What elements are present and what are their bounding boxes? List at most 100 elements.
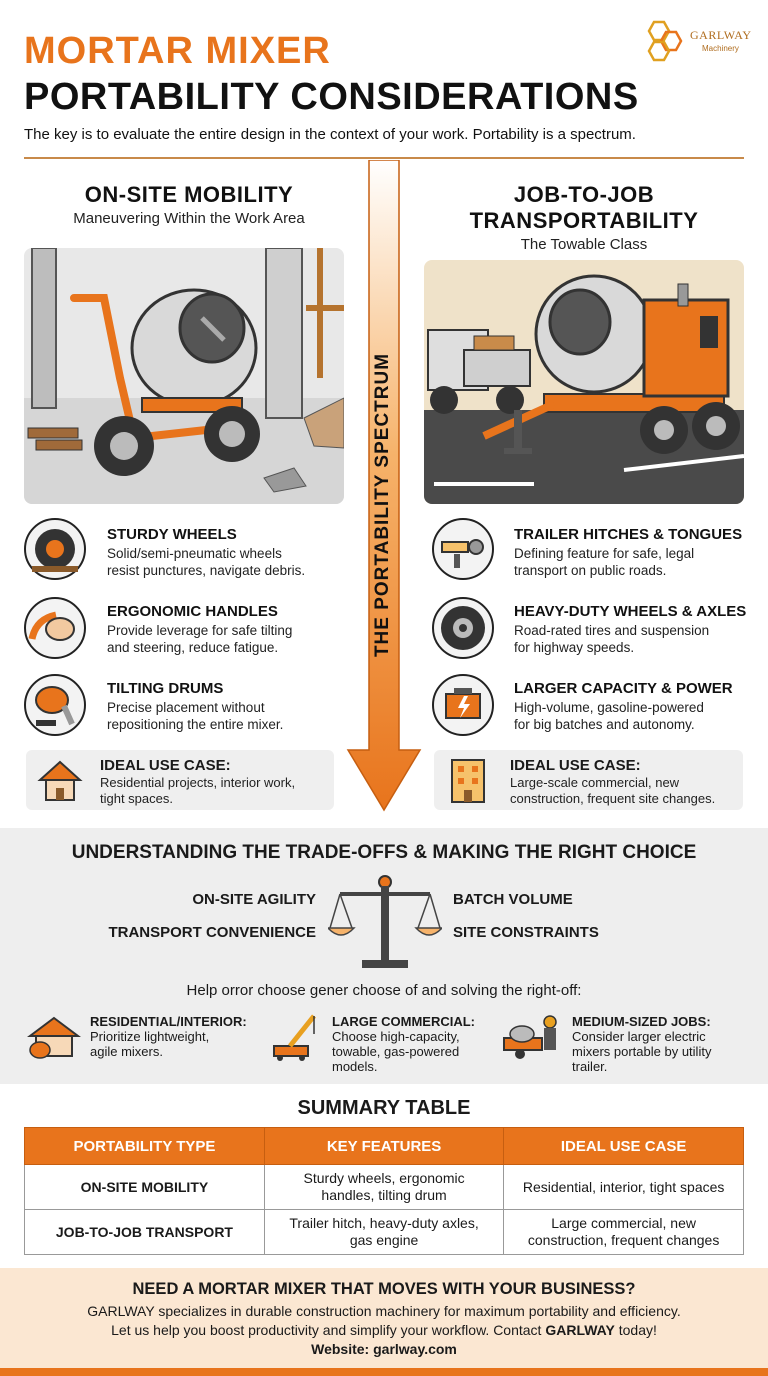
feature-title: HEAVY-DUTY WHEELS & AXLES xyxy=(514,603,747,620)
cta-title: NEED A MORTAR MIXER THAT MOVES WITH YOUR… xyxy=(132,1280,636,1298)
trailer-hitch-icon xyxy=(432,518,494,580)
cell-line: construction, frequent changes xyxy=(527,1232,720,1248)
tradeoff-right-bottom: SITE CONSTRAINTS xyxy=(453,924,599,941)
spectrum-label: THE PORTABILITY SPECTRUM xyxy=(372,352,393,658)
case-desc: agile mixers. xyxy=(90,1044,163,1059)
right-column-subheading: The Towable Class xyxy=(520,236,648,253)
cell-line: Residential, interior, tight spaces xyxy=(522,1178,725,1195)
ideal-use-desc: Residential projects, interior work, xyxy=(100,775,296,790)
cta-text: today! xyxy=(614,1322,657,1338)
feature-title: ERGONOMIC HANDLES xyxy=(107,603,278,620)
feature-title: TRAILER HITCHES & TONGUES xyxy=(514,526,743,543)
table-header: IDEAL USE CASE xyxy=(503,1127,744,1165)
summary-table-title: SUMMARY TABLE xyxy=(297,1097,471,1119)
page-title-line2: PORTABILITY CONSIDERATIONS xyxy=(24,76,639,118)
feature-desc: and steering, reduce fatigue. xyxy=(107,640,279,655)
left-column-subheading: Maneuvering Within the Work Area xyxy=(73,210,305,227)
cell-line: Sturdy wheels, ergonomic xyxy=(303,1170,465,1186)
feature-desc: for big batches and autonomy. xyxy=(514,717,695,732)
cta-brand: GARLWAY xyxy=(545,1322,615,1338)
table-row: JOB-TO-JOB TRANSPORT Trailer hitch, heav… xyxy=(24,1209,744,1255)
cta-panel xyxy=(0,1268,768,1376)
engine-icon xyxy=(432,674,494,736)
right-column-heading-line2: TRANSPORTABILITY xyxy=(469,208,699,233)
cell-line: gas engine xyxy=(349,1232,419,1248)
table-cell-use: Residential, interior, tight spaces xyxy=(503,1164,744,1210)
feature-desc: Solid/semi-pneumatic wheels xyxy=(107,546,282,561)
table-cell-type: JOB-TO-JOB TRANSPORT xyxy=(24,1209,265,1255)
feature-desc: Road-rated tires and suspension xyxy=(514,623,710,638)
summary-table: PORTABILITY TYPE KEY FEATURES IDEAL USE … xyxy=(24,1127,744,1255)
towable-mixer-illustration xyxy=(424,260,744,504)
tradeoff-left-bottom: TRANSPORT CONVENIENCE xyxy=(108,924,316,941)
wheel-icon xyxy=(24,518,86,580)
feature-title: STURDY WHEELS xyxy=(107,526,237,543)
logo-tagline: Machinery xyxy=(702,44,739,53)
hand-grip-icon xyxy=(24,597,86,659)
case-desc: mixers portable by utility xyxy=(572,1044,712,1059)
cta-line2: Let us help you boost productivity and s… xyxy=(0,1322,768,1338)
garlway-logo-icon xyxy=(647,20,683,62)
feature-title: LARGER CAPACITY & POWER xyxy=(514,680,733,697)
portability-spectrum-arrow xyxy=(346,160,422,812)
feature-desc: Provide leverage for safe tilting xyxy=(107,623,293,638)
cta-text: Let us help you boost productivity and s… xyxy=(111,1322,546,1338)
ideal-use-title: IDEAL USE CASE: xyxy=(100,757,231,774)
table-header: PORTABILITY TYPE xyxy=(24,1127,265,1165)
table-cell-features: Trailer hitch, heavy-duty axles,gas engi… xyxy=(263,1209,505,1255)
ideal-use-desc: construction, frequent site changes. xyxy=(510,791,716,806)
house-mixer-icon xyxy=(27,1016,81,1059)
feature-desc: resist punctures, navigate debris. xyxy=(107,563,306,578)
table-row: ON-SITE MOBILITY Sturdy wheels, ergonomi… xyxy=(24,1164,744,1210)
table-cell-type: ON-SITE MOBILITY xyxy=(24,1164,265,1210)
case-desc: Choose high-capacity, xyxy=(332,1029,460,1044)
feature-desc: repositioning the entire mixer. xyxy=(107,717,284,732)
feature-title: TILTING DRUMS xyxy=(107,680,224,697)
right-ideal-use-box xyxy=(434,750,743,810)
feature-desc: transport on public roads. xyxy=(514,563,667,578)
footer-accent-bar xyxy=(0,1368,768,1376)
case-desc: towable, gas-powered xyxy=(332,1044,460,1059)
page-title-line1: MORTAR MIXER xyxy=(24,30,331,72)
header-divider xyxy=(24,157,744,159)
case-desc: models. xyxy=(332,1059,378,1074)
help-text: Help orror choose gener choose of and so… xyxy=(186,982,582,999)
logo-name: GARLWAY xyxy=(690,28,752,42)
table-header-row: PORTABILITY TYPE KEY FEATURES IDEAL USE … xyxy=(24,1127,744,1165)
hand-mixer-illustration xyxy=(24,248,344,504)
house-icon xyxy=(37,760,83,801)
case-desc: trailer. xyxy=(572,1059,608,1074)
spectrum-label-container: THE PORTABILITY SPECTRUM xyxy=(368,340,398,670)
cell-line: Trailer hitch, heavy-duty axles, xyxy=(289,1215,479,1231)
feature-desc: Precise placement without xyxy=(107,700,265,715)
page-subtitle: The key is to evaluate the entire design… xyxy=(24,126,636,143)
case-desc: Prioritize lightweight, xyxy=(90,1029,210,1044)
feature-desc: Defining feature for safe, legal xyxy=(514,546,695,561)
ideal-use-desc: Large-scale commercial, new xyxy=(510,775,680,790)
case-desc: Consider larger electric xyxy=(572,1029,706,1044)
left-column-heading: ON-SITE MOBILITY xyxy=(84,182,294,207)
feature-desc: High-volume, gasoline-powered xyxy=(514,700,704,715)
utility-trailer-icon xyxy=(503,1015,557,1059)
table-header: KEY FEATURES xyxy=(263,1127,505,1165)
tire-icon xyxy=(432,597,494,659)
balance-scale-icon xyxy=(328,875,442,968)
crane-icon xyxy=(273,1014,316,1061)
case-title: RESIDENTIAL/INTERIOR: xyxy=(90,1014,247,1029)
cell-line: Large commercial, new xyxy=(551,1215,696,1231)
tilting-drum-icon xyxy=(24,674,86,736)
ideal-use-title: IDEAL USE CASE: xyxy=(510,757,641,774)
case-title: LARGE COMMERCIAL: xyxy=(332,1014,475,1029)
tradeoff-right-top: BATCH VOLUME xyxy=(453,891,573,908)
right-column-heading-line1: JOB-TO-JOB xyxy=(513,182,655,207)
building-icon xyxy=(451,759,485,803)
ideal-use-desc: tight spaces. xyxy=(100,791,173,806)
feature-desc: for highway speeds. xyxy=(514,640,635,655)
website-link[interactable]: Website: garlway.com xyxy=(311,1341,457,1357)
case-title: MEDIUM-SIZED JOBS: xyxy=(572,1014,711,1029)
cta-line1: GARLWAY specializes in durable construct… xyxy=(87,1303,681,1319)
cell-line: handles, tilting drum xyxy=(321,1187,447,1203)
tradeoffs-title: UNDERSTANDING THE TRADE-OFFS & MAKING TH… xyxy=(71,842,697,863)
